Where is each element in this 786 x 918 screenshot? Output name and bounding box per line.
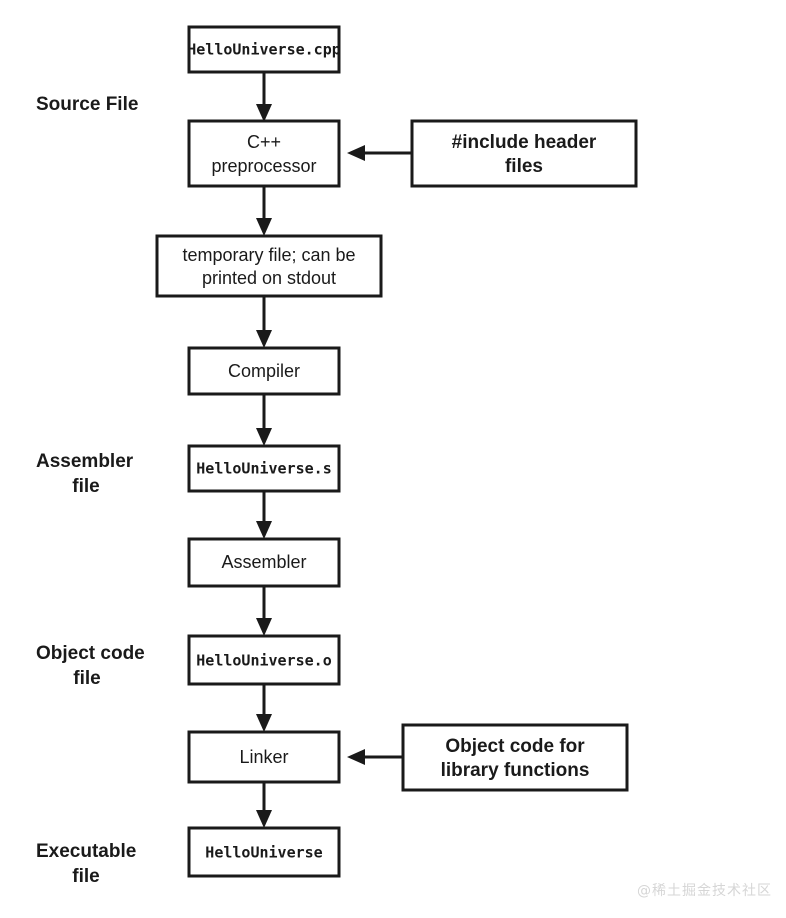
- node-assembler[interactable]: Assembler: [187, 537, 341, 588]
- node-linker-box[interactable]: [187, 730, 341, 784]
- stage-label-object-code-file: Object code file: [36, 643, 145, 689]
- stage-label-assembler-file-line-2: file: [72, 476, 99, 497]
- node-cpp-preprocessor-box[interactable]: [187, 119, 341, 188]
- node-linker[interactable]: Linker: [187, 730, 341, 784]
- node-cpp-preprocessor[interactable]: C++ preprocessor: [187, 119, 341, 188]
- node-hello-universe-o-box[interactable]: [187, 634, 341, 686]
- node-include-header-files-box[interactable]: [410, 119, 638, 188]
- node-temporary-file-line-2: printed on stdout: [202, 268, 336, 288]
- stage-label-assembler-file: Assembler file: [36, 451, 134, 497]
- stage-label-executable-file-line-1: Executable: [36, 841, 136, 862]
- stage-label-object-code-file-line-1: Object code: [36, 643, 145, 664]
- node-hello-universe-s-label: HelloUniverse.s: [196, 460, 331, 478]
- node-temporary-file-line-1: temporary file; can be: [182, 245, 355, 265]
- node-cpp-preprocessor-line-2: preprocessor: [211, 156, 316, 176]
- node-include-header-files[interactable]: #include header files: [410, 119, 638, 188]
- node-object-code-library-line-2: library functions: [441, 760, 590, 781]
- node-temporary-file-box[interactable]: [155, 234, 383, 298]
- node-object-code-library-box[interactable]: [401, 723, 629, 792]
- node-compiler[interactable]: Compiler: [187, 346, 341, 396]
- node-hello-universe-s[interactable]: HelloUniverse.s: [187, 444, 341, 493]
- node-hello-universe-cpp[interactable]: HelloUniverse.cpp: [187, 25, 341, 74]
- node-hello-universe-box[interactable]: [187, 826, 341, 878]
- node-compiler-label: Compiler: [228, 361, 300, 381]
- node-linker-label: Linker: [239, 747, 288, 767]
- node-hello-universe-s-box[interactable]: [187, 444, 341, 493]
- node-assembler-box[interactable]: [187, 537, 341, 588]
- arrowhead-asmfile-to-assembler: [256, 521, 272, 539]
- node-compiler-box[interactable]: [187, 346, 341, 396]
- stage-label-executable-file-line-2: file: [72, 866, 99, 887]
- watermark: @稀土掘金技术社区: [637, 883, 772, 899]
- arrowhead-objfile-to-linker: [256, 714, 272, 732]
- node-include-header-files-line-1: #include header: [452, 132, 597, 153]
- node-hello-universe-label: HelloUniverse: [205, 844, 322, 862]
- arrowhead-preprocessor-to-temp: [256, 218, 272, 236]
- node-hello-universe-o[interactable]: HelloUniverse.o: [187, 634, 341, 686]
- node-temporary-file[interactable]: temporary file; can be printed on stdout: [155, 234, 383, 298]
- node-hello-universe-cpp-box[interactable]: [187, 25, 341, 74]
- stage-label-assembler-file-line-1: Assembler: [36, 451, 134, 472]
- arrowhead-cpp-to-preprocessor: [256, 104, 272, 122]
- stage-label-executable-file: Executable file: [36, 841, 136, 887]
- node-hello-universe[interactable]: HelloUniverse: [187, 826, 341, 878]
- node-object-code-library[interactable]: Object code for library functions: [401, 723, 629, 792]
- flow-connectors: [256, 72, 412, 828]
- node-object-code-library-line-1: Object code for: [445, 736, 585, 757]
- node-cpp-preprocessor-line-1: C++: [247, 132, 281, 152]
- arrowhead-linker-to-executable: [256, 810, 272, 828]
- arrowhead-temp-to-compiler: [256, 330, 272, 348]
- stage-label-object-code-file-line-2: file: [73, 668, 100, 689]
- stage-label-source-file-line-1: Source File: [36, 94, 138, 115]
- arrowhead-library-to-linker: [347, 749, 365, 765]
- arrowhead-assembler-to-objfile: [256, 618, 272, 636]
- node-hello-universe-o-label: HelloUniverse.o: [196, 652, 331, 670]
- arrowhead-headers-to-preprocessor: [347, 145, 365, 161]
- node-assembler-label: Assembler: [221, 552, 306, 572]
- arrowhead-compiler-to-asmfile: [256, 428, 272, 446]
- stage-label-source-file: Source File: [36, 94, 138, 115]
- node-hello-universe-cpp-label: HelloUniverse.cpp: [187, 41, 341, 59]
- node-include-header-files-line-2: files: [505, 156, 543, 177]
